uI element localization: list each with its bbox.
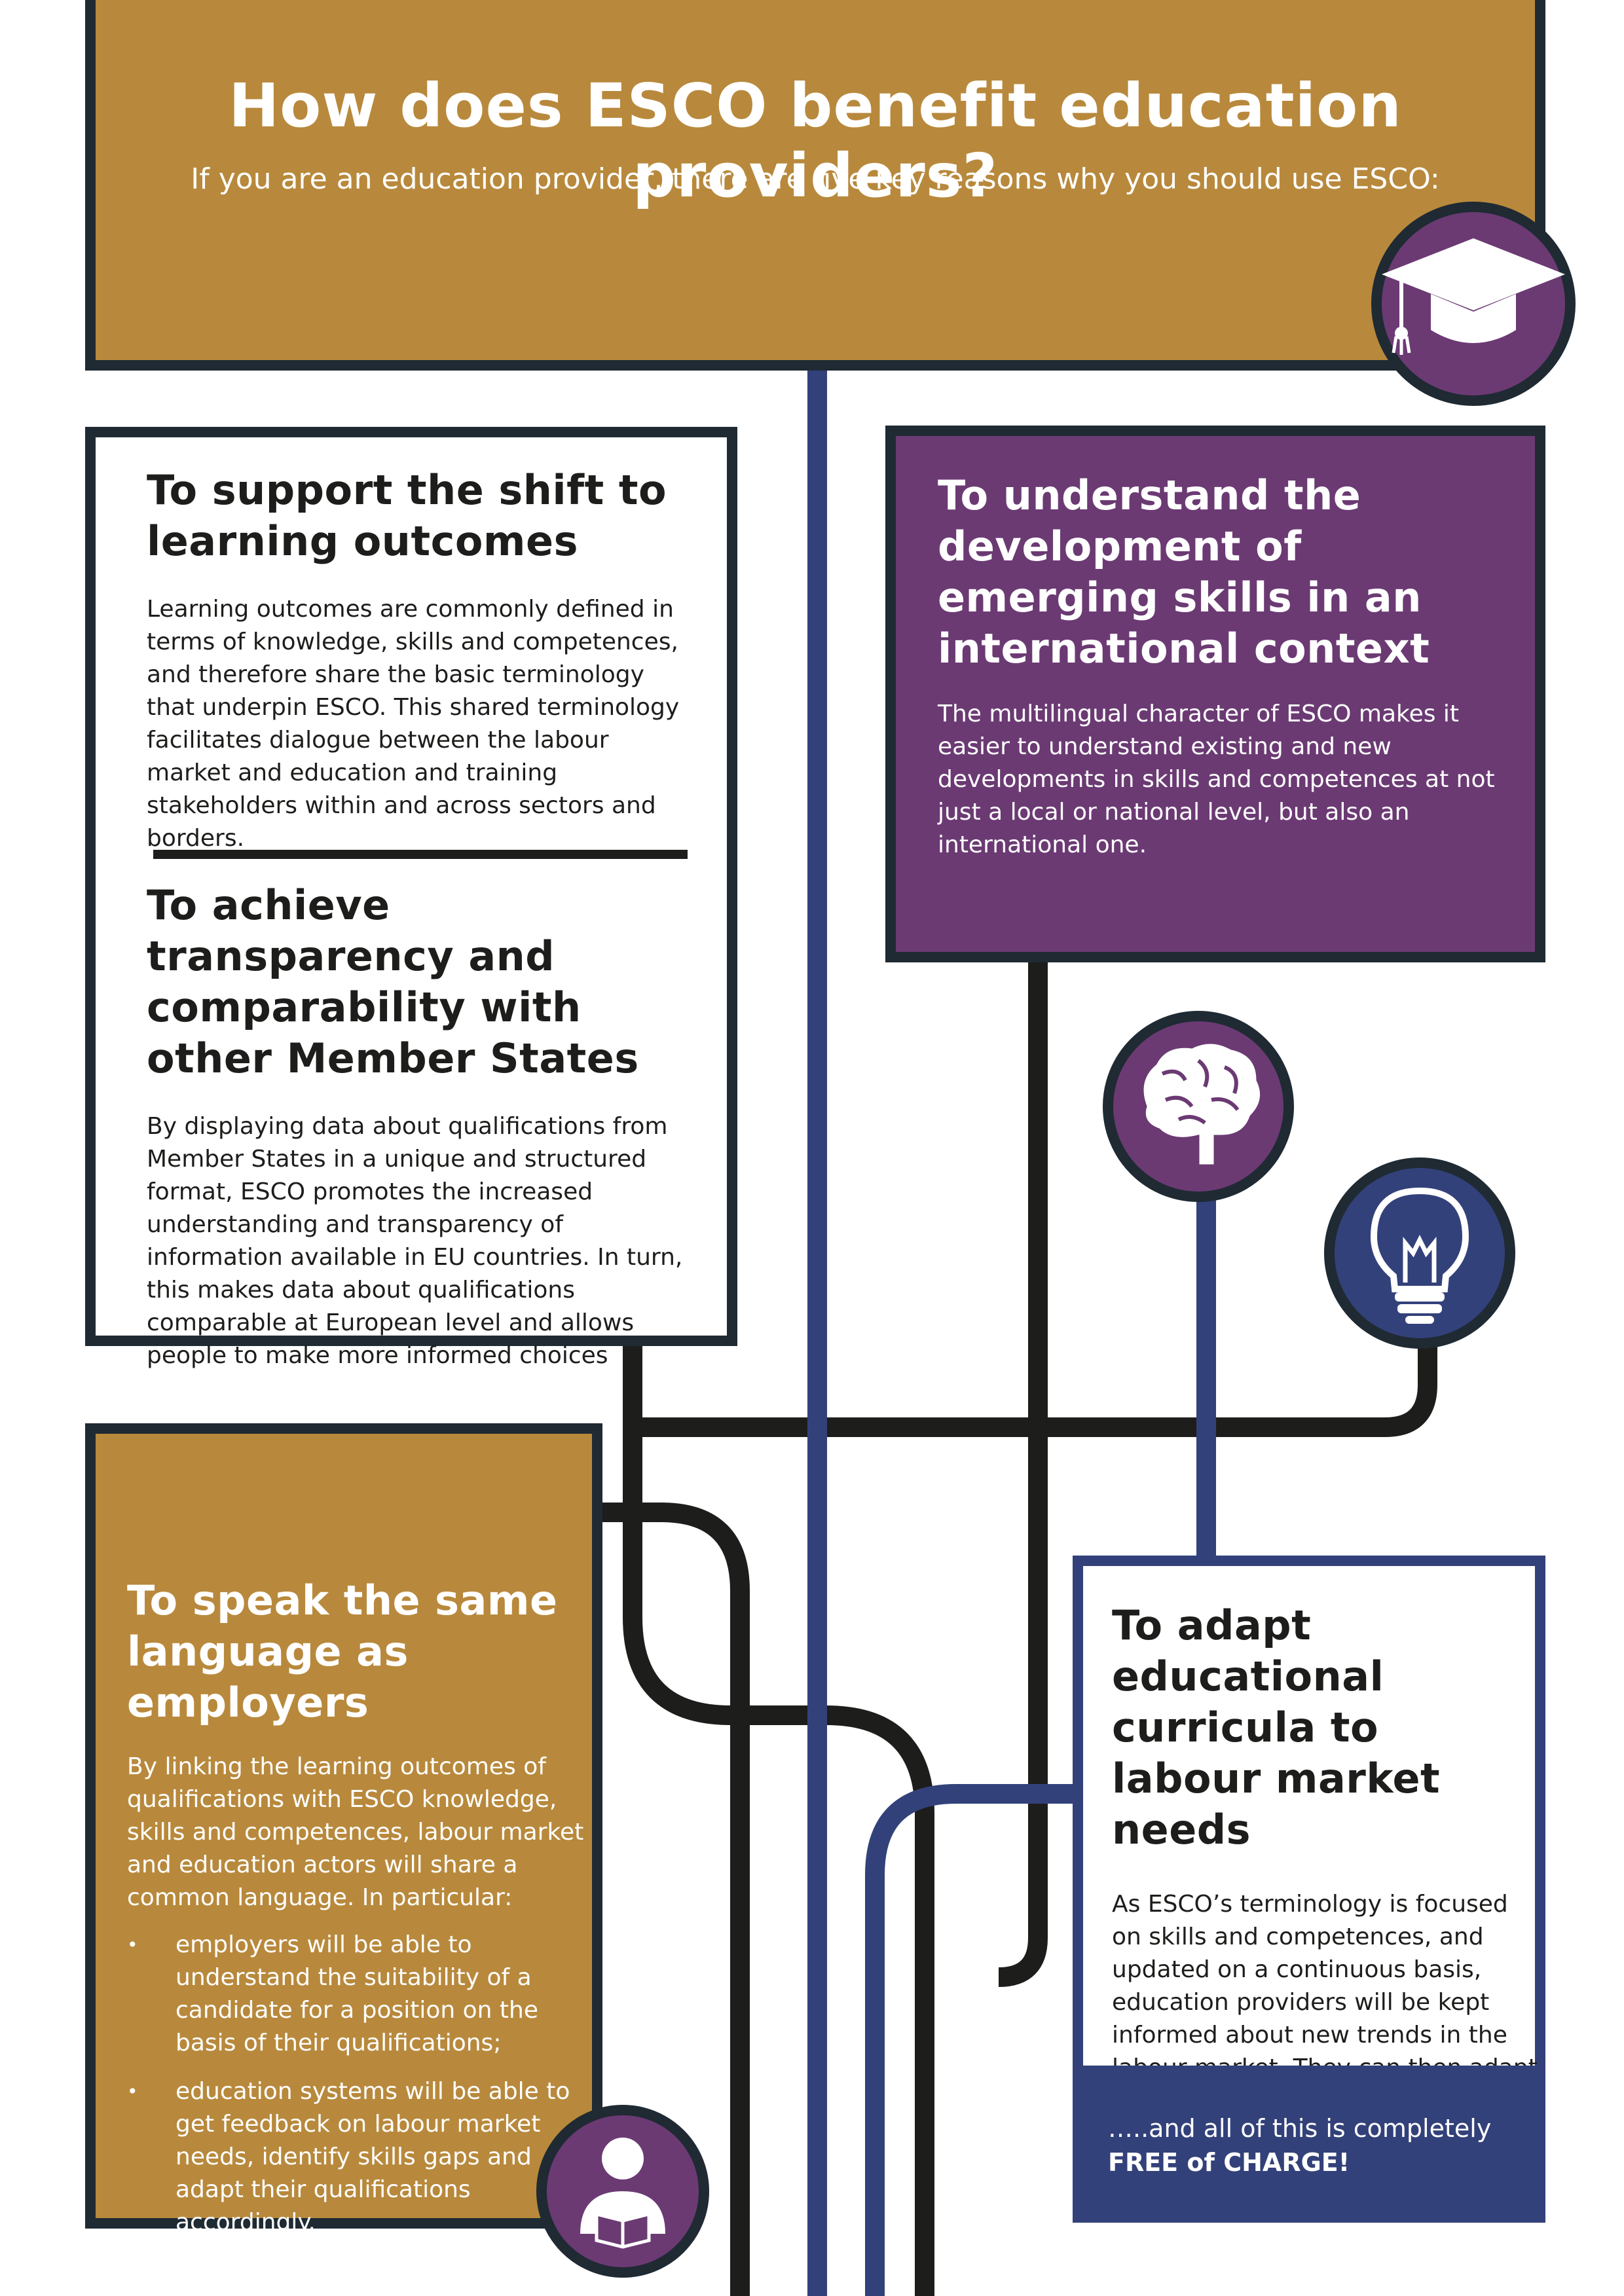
employers-bullet: education systems will be able to get fe… bbox=[127, 2075, 585, 2239]
footer-text: …..and all of this is completely bbox=[1108, 2114, 1492, 2143]
black-line-main bbox=[623, 1309, 1437, 1437]
box-employers: To speak the same language as employers … bbox=[85, 1423, 602, 2236]
header-banner: How does ESCO benefit education provider… bbox=[85, 0, 1545, 371]
transparency-title: To achieve transparency and comparabilit… bbox=[147, 881, 639, 1082]
page-subtitle: If you are an education provider, there … bbox=[191, 162, 1440, 196]
employers-body: By linking the learning outcomes of qual… bbox=[127, 1753, 584, 1911]
curricula-title: To adapt educational curricula to labour… bbox=[1112, 1601, 1441, 1853]
employers-bullet-list: employers will be able to understand the… bbox=[127, 1929, 585, 2239]
black-line-left bbox=[589, 1503, 750, 2296]
box-learning-outcomes: To support the shift to learning outcome… bbox=[85, 427, 737, 1369]
reader-icon bbox=[536, 2105, 709, 2278]
free-of-charge-banner: …..and all of this is completely FREE of… bbox=[1073, 2066, 1545, 2223]
black-line-loop bbox=[623, 1427, 934, 2296]
blue-line-curve bbox=[865, 1784, 1211, 2296]
lightbulb-icon bbox=[1324, 1157, 1515, 1349]
learning-outcomes-body: Learning outcomes are commonly defined i… bbox=[147, 596, 680, 852]
footer-bold-text: FREE of CHARGE! bbox=[1108, 2148, 1350, 2177]
graduation-cap-icon bbox=[1371, 202, 1576, 406]
section-divider bbox=[153, 850, 688, 859]
international-body: The multilingual character of ESCO makes… bbox=[938, 701, 1495, 858]
employers-bullet: employers will be able to understand the… bbox=[127, 1929, 585, 2060]
page-title: How does ESCO benefit education provider… bbox=[229, 71, 1402, 211]
international-title: To understand the development of emergin… bbox=[938, 471, 1430, 672]
brain-icon bbox=[1103, 1011, 1294, 1202]
learning-outcomes-title: To support the shift to learning outcome… bbox=[147, 466, 667, 565]
transparency-body: By displaying data about qualifications … bbox=[147, 1113, 683, 1369]
box-curricula: To adapt educational curricula to labour… bbox=[1073, 1556, 1545, 2179]
box-international: To understand the development of emergin… bbox=[885, 426, 1545, 962]
employers-title: To speak the same language as employers bbox=[127, 1576, 558, 1726]
black-line-purple bbox=[998, 917, 1048, 1987]
